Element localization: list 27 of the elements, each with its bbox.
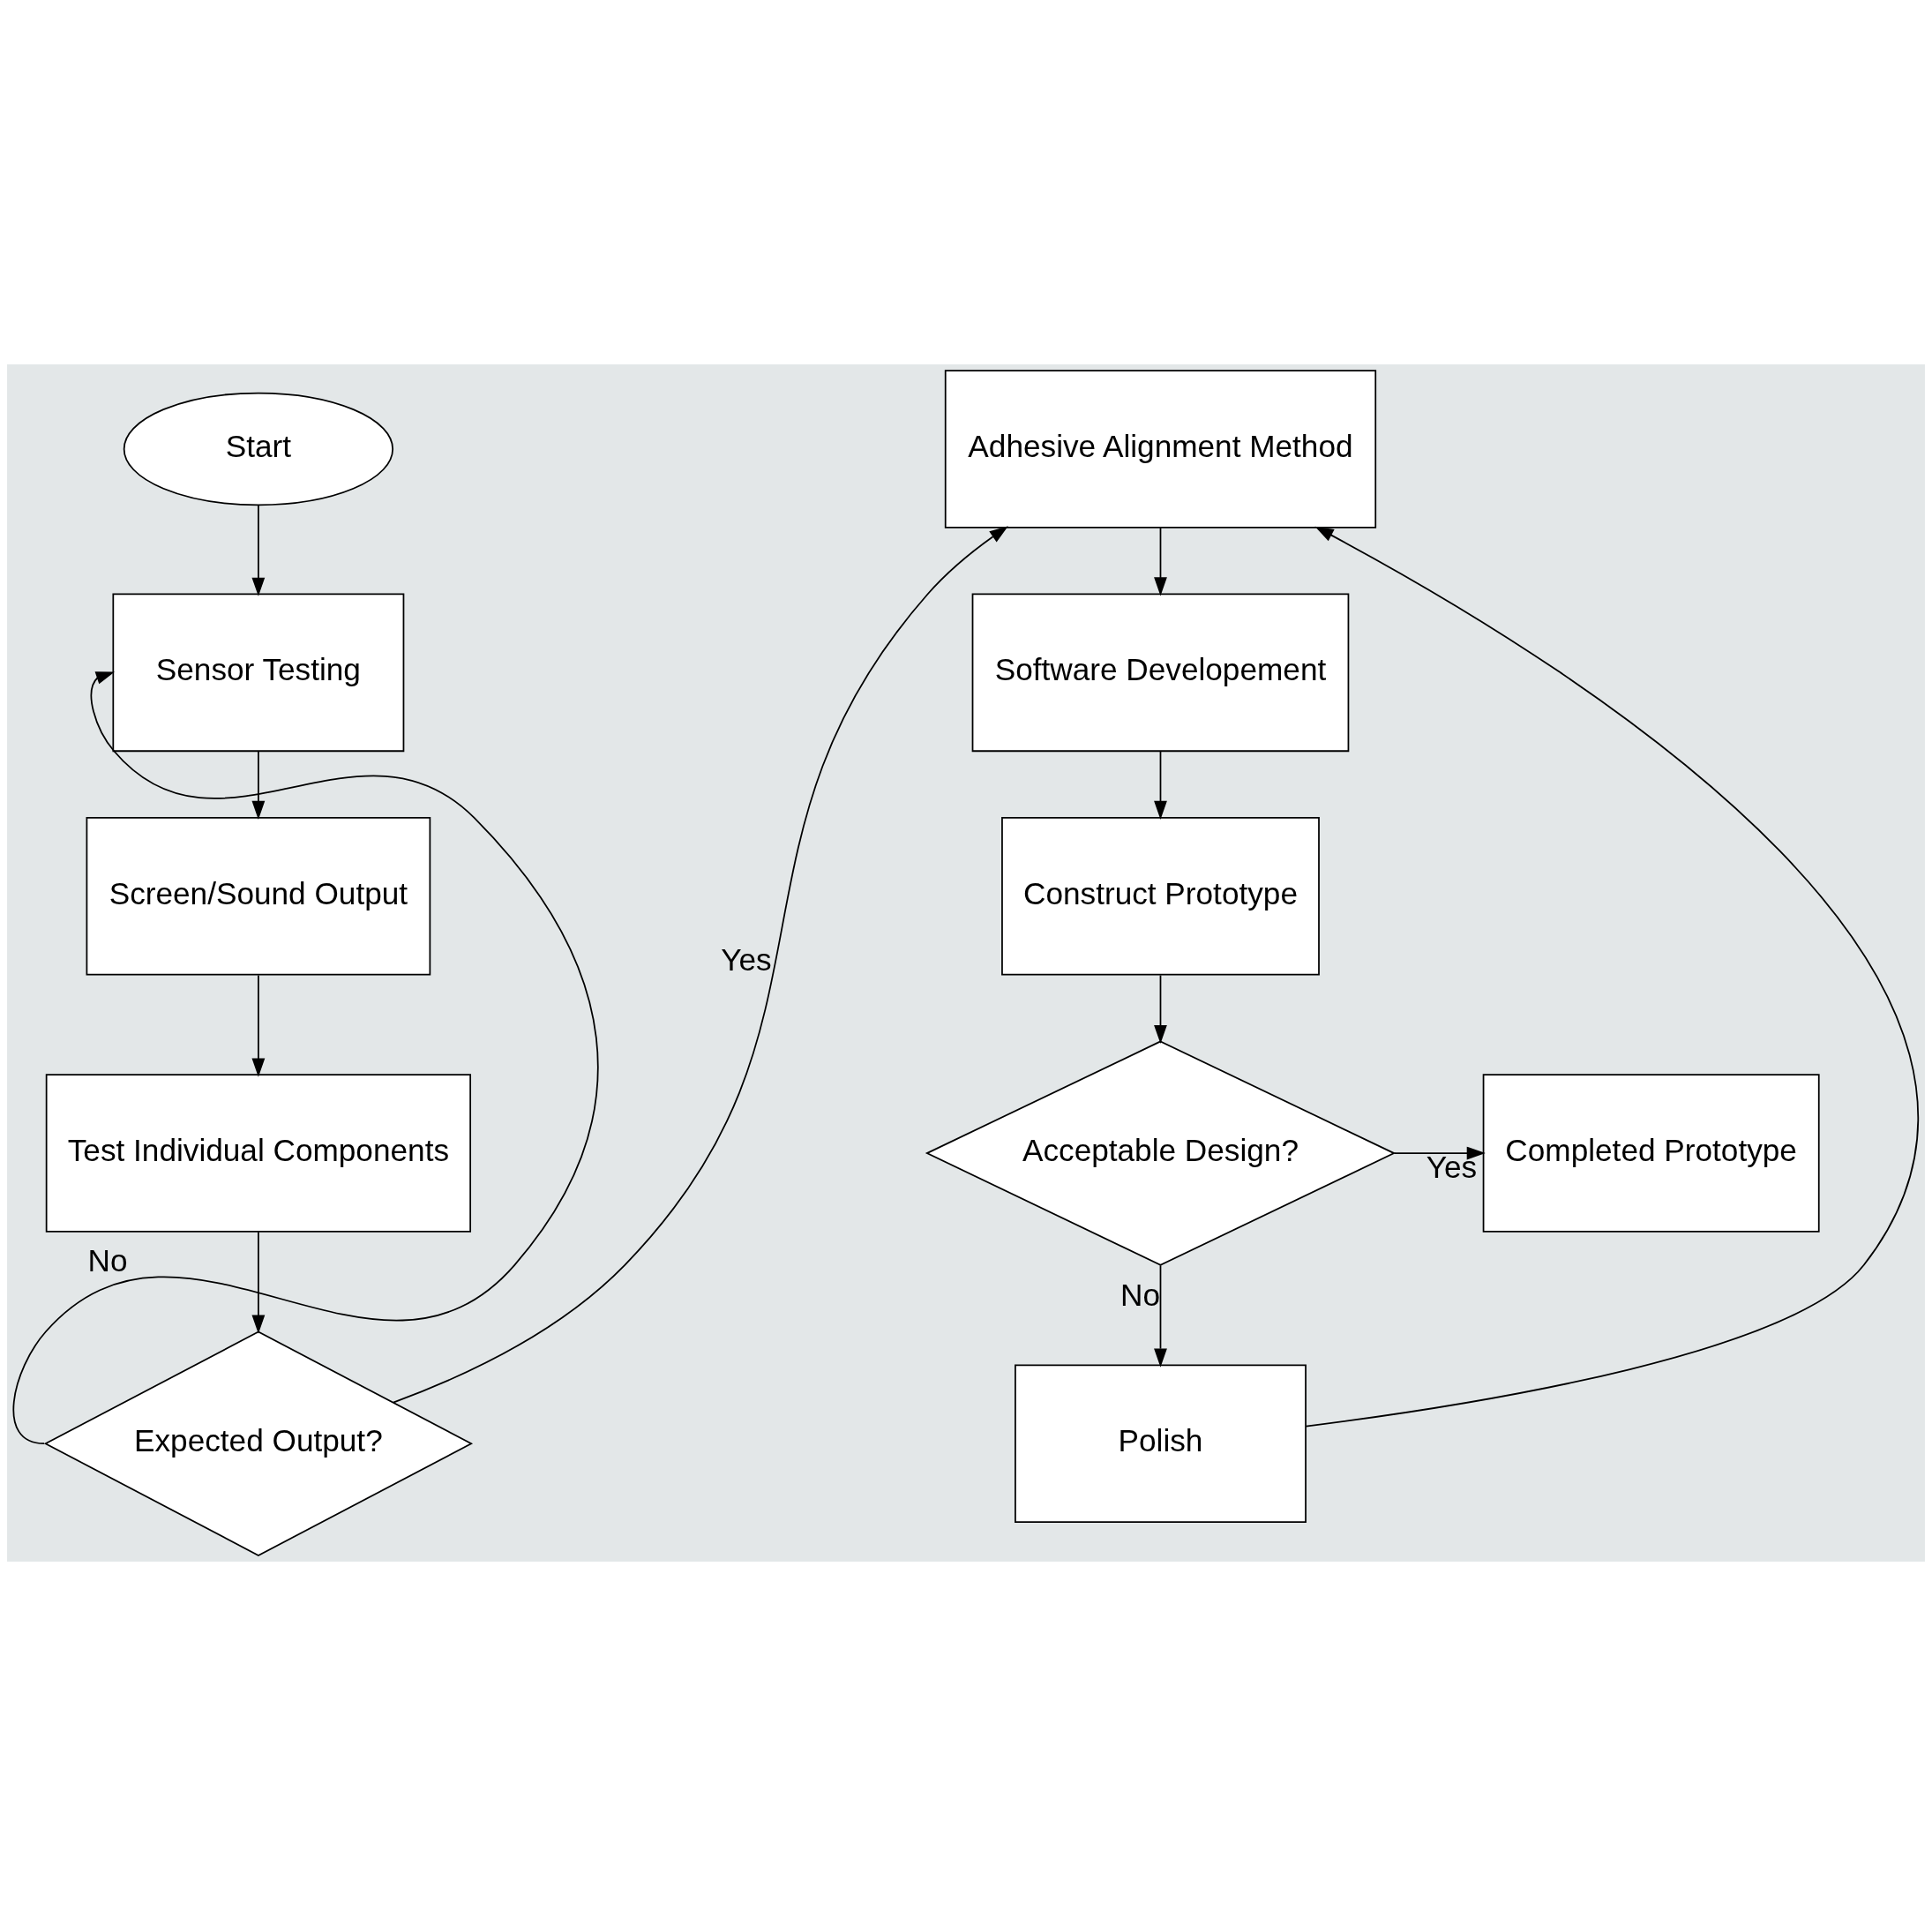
- node-box: Completed Prototype: [1482, 1074, 1820, 1233]
- edge-label: No: [1120, 1278, 1161, 1313]
- arrow: [1154, 1264, 1167, 1368]
- arrow: [1154, 527, 1167, 596]
- arrow: [393, 526, 1008, 1404]
- node-box: Screen/Sound Output: [86, 817, 431, 976]
- arrow: [1154, 974, 1167, 1045]
- arrow: [251, 504, 266, 596]
- node-ellipse: Start: [123, 392, 393, 506]
- arrow: [251, 750, 266, 820]
- node-box: Test Individual Components: [45, 1074, 471, 1233]
- arrow: [251, 974, 266, 1077]
- edge-label: No: [87, 1243, 128, 1278]
- node-diamond: Expected Output?: [43, 1330, 474, 1556]
- node-box: Construct Prototype: [1001, 817, 1320, 976]
- arrow: [1305, 526, 1919, 1428]
- node-box: Software Developement: [971, 593, 1350, 753]
- node-box: Sensor Testing: [112, 593, 405, 753]
- arrow: [12, 671, 599, 1445]
- node-box: Adhesive Alignment Method: [944, 370, 1377, 528]
- arrow: [1393, 1146, 1486, 1160]
- edge-label: Yes: [721, 942, 772, 978]
- node-box: Polish: [1015, 1364, 1307, 1523]
- edge-label: Yes: [1426, 1150, 1478, 1185]
- arrow: [251, 1231, 266, 1334]
- node-diamond: Acceptable Design?: [925, 1040, 1397, 1266]
- arrow: [1154, 750, 1167, 820]
